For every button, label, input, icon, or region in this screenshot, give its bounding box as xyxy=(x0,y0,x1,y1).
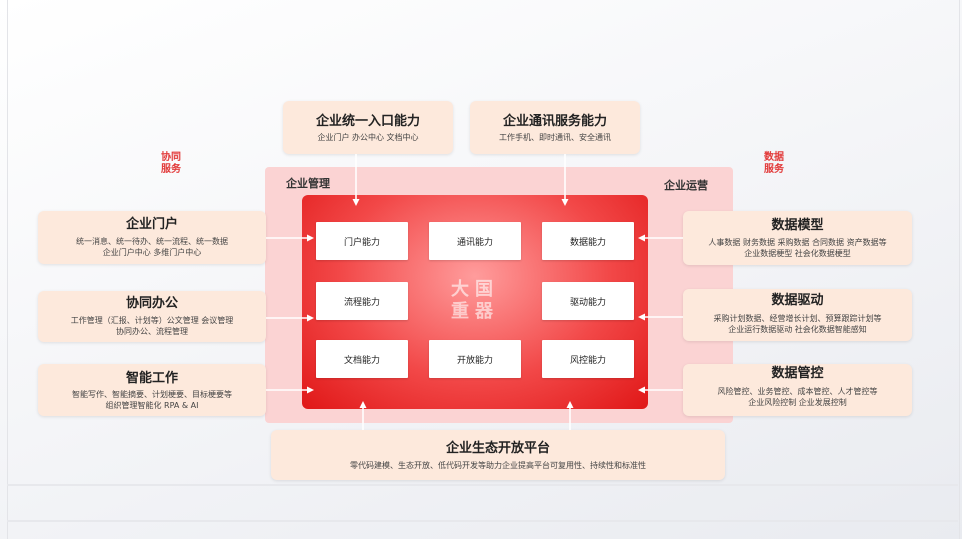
capability-process: 流程能力 xyxy=(316,282,408,320)
right-card-data-control: 数据管控 风险管控、业务管控、成本管控、人才管控等 企业风险控制 企业发展控制 xyxy=(683,364,912,416)
left-card-collab-office: 协同办公 工作管理（汇报、计划等）公文管理 会议管理 协同办公、流程管理 xyxy=(38,291,266,342)
capability-open: 开放能力 xyxy=(429,340,521,378)
logo-char: 国 xyxy=(475,279,493,300)
card-desc-line: 企业数据梗型 社会化数据梗型 xyxy=(744,249,851,258)
card-desc: 采购计划数据、经营增长计划、预算跟踪计划等 企业运行数据驱动 社会化数据智能感知 xyxy=(683,313,912,335)
tag-collaboration-service: 协同 服务 xyxy=(155,152,187,176)
card-desc-line: 统一消息、统一待办、统一流程、统一数据 xyxy=(76,237,228,246)
capability-portal: 门户能力 xyxy=(316,222,408,260)
capability-communication: 通讯能力 xyxy=(429,222,521,260)
card-title: 企业门户 xyxy=(125,217,178,232)
card-desc-line: 企业门户中心 多维门户中心 xyxy=(102,248,202,257)
top-card-unified-entry: 企业统一入口能力 企业门户 办公中心 文档中心 xyxy=(283,101,453,154)
card-desc: 工作管理（汇报、计划等）公文管理 会议管理 协同办公、流程管理 xyxy=(38,315,266,337)
card-desc: 工作手机、即时通讯、安全通讯 xyxy=(470,132,640,143)
card-desc-line: 组织管理智能化 RPA & AI xyxy=(105,401,199,410)
card-title: 协同办公 xyxy=(125,296,178,311)
capability-data: 数据能力 xyxy=(542,222,634,260)
card-desc-line: 零代码建模、生态开放、低代码开发等助力企业提高平台可复用性、持续性和标准性 xyxy=(350,461,646,470)
card-desc: 统一消息、统一待办、统一流程、统一数据 企业门户中心 多维门户中心 xyxy=(38,236,266,258)
bottom-card-ecosystem-platform: 企业生态开放平台 零代码建模、生态开放、低代码开发等助力企业提高平台可复用性、持… xyxy=(271,430,725,480)
left-card-portal: 企业门户 统一消息、统一待办、统一流程、统一数据 企业门户中心 多维门户中心 xyxy=(38,211,266,264)
card-title: 企业生态开放平台 xyxy=(445,441,550,456)
right-card-data-model: 数据模型 人事数据 财务数据 采购数据 合同数据 资产数据等 企业数据梗型 社会… xyxy=(683,211,912,265)
capability-risk-control: 风控能力 xyxy=(542,340,634,378)
top-card-communication: 企业通讯服务能力 工作手机、即时通讯、安全通讯 xyxy=(470,101,640,154)
logo-char: 器 xyxy=(475,301,493,322)
card-desc-line: 企业门户 办公中心 文档中心 xyxy=(317,133,419,142)
logo-char: 重 xyxy=(451,301,469,322)
card-desc: 零代码建模、生态开放、低代码开发等助力企业提高平台可复用性、持续性和标准性 xyxy=(271,460,725,471)
card-desc-line: 工作管理（汇报、计划等）公文管理 会议管理 xyxy=(70,316,234,325)
card-title: 智能工作 xyxy=(125,371,178,386)
tag-data-service: 数据 服务 xyxy=(758,152,790,176)
logo-char: 大 xyxy=(451,279,469,300)
card-desc-line: 智能写作、智能摘要、计划梗要、目标梗要等 xyxy=(72,390,232,399)
card-desc-line: 采购计划数据、经营增长计划、预算跟踪计划等 xyxy=(713,314,882,323)
card-title: 数据驱动 xyxy=(771,293,824,308)
divider-line xyxy=(7,484,958,486)
label-enterprise-operation: 企业运营 xyxy=(664,179,708,192)
tag-line: 服务 xyxy=(764,164,784,175)
card-title: 企业统一入口能力 xyxy=(315,114,420,129)
right-card-data-drive: 数据驱动 采购计划数据、经营增长计划、预算跟踪计划等 企业运行数据驱动 社会化数… xyxy=(683,289,912,341)
left-card-smart-work: 智能工作 智能写作、智能摘要、计划梗要、目标梗要等 组织管理智能化 RPA & … xyxy=(38,364,266,416)
card-desc-line: 风险管控、业务管控、成本管控、人才管控等 xyxy=(717,387,878,396)
label-enterprise-management: 企业管理 xyxy=(286,177,330,190)
card-desc: 智能写作、智能摘要、计划梗要、目标梗要等 组织管理智能化 RPA & AI xyxy=(38,389,266,411)
card-desc-line: 企业风险控制 企业发展控制 xyxy=(748,398,847,407)
brand-logo: 大 国 重 器 xyxy=(449,280,497,324)
card-title: 数据模型 xyxy=(771,218,824,233)
card-title: 数据管控 xyxy=(771,366,824,381)
card-desc: 企业门户 办公中心 文档中心 xyxy=(283,132,453,143)
card-desc: 人事数据 财务数据 采购数据 合同数据 资产数据等 企业数据梗型 社会化数据梗型 xyxy=(683,237,912,259)
card-desc-line: 工作手机、即时通讯、安全通讯 xyxy=(499,133,611,142)
tag-line: 服务 xyxy=(161,164,181,175)
capability-drive: 驱动能力 xyxy=(542,282,634,320)
card-desc-line: 企业运行数据驱动 社会化数据智能感知 xyxy=(728,325,867,334)
divider-line xyxy=(7,520,958,522)
card-desc: 风险管控、业务管控、成本管控、人才管控等 企业风险控制 企业发展控制 xyxy=(683,386,912,408)
tag-line: 数据 xyxy=(764,152,784,163)
slide-frame xyxy=(7,0,960,539)
capability-document: 文档能力 xyxy=(316,340,408,378)
card-desc-line: 人事数据 财务数据 采购数据 合同数据 资产数据等 xyxy=(708,238,887,247)
card-title: 企业通讯服务能力 xyxy=(502,114,607,129)
tag-line: 协同 xyxy=(161,152,181,163)
card-desc-line: 协同办公、流程管理 xyxy=(116,327,188,336)
